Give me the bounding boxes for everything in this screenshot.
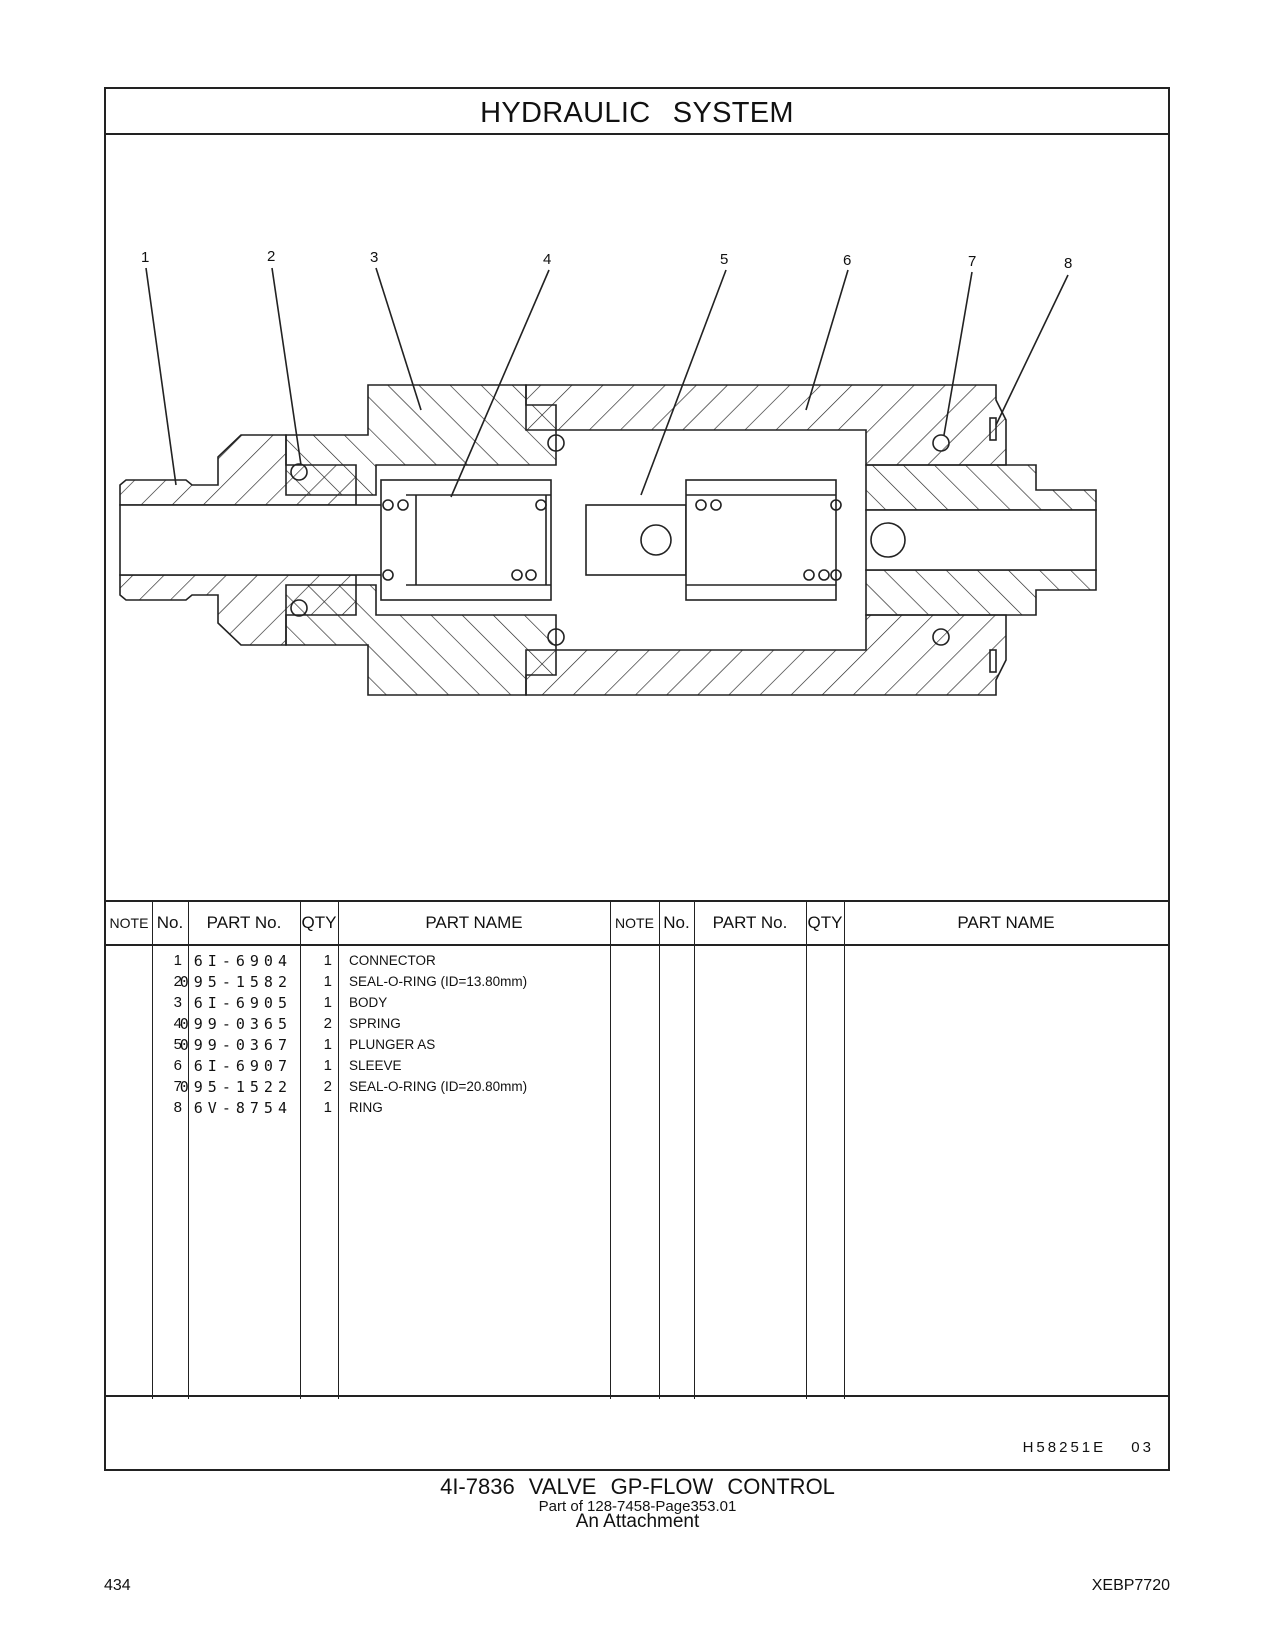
valve-cross-section-diagram: 1 2 3 4 5 6 7 8 (119, 248, 1097, 696)
col-no: No. (156, 913, 184, 932)
callout-3: 3 (370, 249, 378, 266)
parts-page-frame: HYDRAULIC SYSTEM (104, 87, 1170, 1471)
col-note: NOTE (109, 915, 149, 931)
page-number: 434 (104, 1577, 131, 1594)
callout-1: 1 (141, 249, 149, 266)
parts-table-header (106, 900, 1168, 946)
document-code: XEBP7720 (1091, 1577, 1170, 1594)
callout-2: 2 (267, 248, 275, 265)
col-part-no-right: PART No. (712, 913, 788, 932)
col-no-right: No. (663, 913, 690, 932)
callout-5: 5 (720, 251, 728, 268)
col-part-name-right: PART NAME (957, 913, 1055, 932)
col-note-right: NOTE (615, 915, 654, 931)
callout-7: 7 (968, 253, 976, 270)
sleeve (525, 384, 1007, 466)
attachment-note: An Attachment (575, 1511, 700, 1532)
col-part-no: PART No. (206, 913, 282, 932)
drawing-code: H58251E 03 (1022, 1439, 1154, 1456)
valve-body (285, 384, 557, 496)
page-title: HYDRAULIC SYSTEM (106, 89, 1168, 135)
callout-6: 6 (843, 252, 851, 269)
col-part-name: PART NAME (425, 913, 523, 932)
callout-8: 8 (1064, 255, 1072, 272)
plunger (585, 504, 687, 576)
callout-4: 4 (543, 251, 551, 268)
table-bottom-rule (106, 1395, 1168, 1397)
part-of-reference: Part of 128-7458-Page353.01 (538, 1498, 737, 1515)
col-qty: QTY (301, 913, 337, 932)
col-qty-right: QTY (807, 913, 843, 932)
group-title: 4I-7836 VALVE GP-FLOW CONTROL (440, 1474, 835, 1499)
